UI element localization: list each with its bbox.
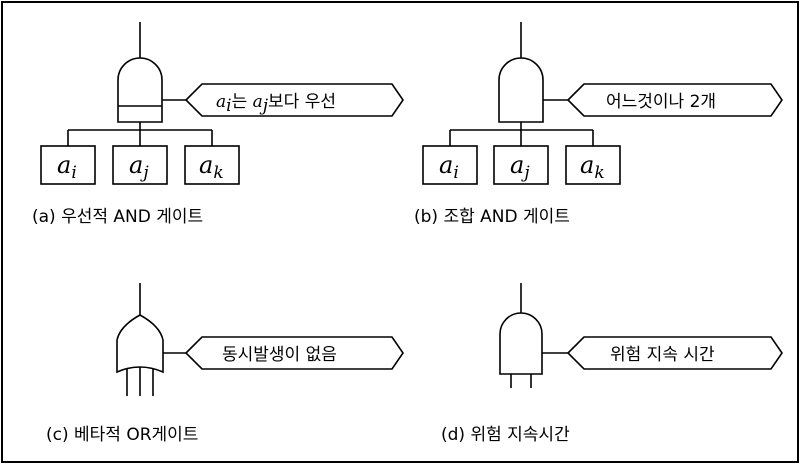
condition-tag: [184, 83, 404, 117]
condition-tag-label: 위험 지속 시간: [610, 345, 715, 365]
event-box-ak: ak: [184, 145, 240, 185]
condition-tag: [184, 336, 404, 370]
diagram-d: 위험 지속 시간 (d) 위험 지속시간: [441, 283, 783, 445]
caption-a: (a) 우선적 AND 게이트: [32, 207, 203, 227]
event-box-ai: ai: [422, 145, 478, 185]
hazard-duration-gate-icon: [499, 312, 543, 375]
event-box-aj: aj: [493, 145, 549, 185]
svg-text:aj: aj: [129, 151, 149, 183]
diagram-a: ai는 aj보다 우선 ai aj ak (a) 우선적 AND 게이트: [32, 22, 404, 227]
condition-tag: [566, 336, 783, 370]
svg-text:aj: aj: [510, 151, 530, 183]
event-box-ai: ai: [40, 145, 96, 185]
event-box-aj: aj: [112, 145, 168, 185]
svg-text:ai: ai: [439, 151, 459, 183]
condition-tag-label: ai는 aj보다 우선: [216, 92, 336, 116]
svg-text:ak: ak: [580, 151, 605, 183]
exclusive-or-gate-icon: [116, 314, 164, 374]
priority-and-gate-icon: [117, 57, 163, 123]
diagram-c: 동시발생이 없음 (c) 베타적 OR게이트: [46, 283, 404, 445]
condition-tag-label: 동시발생이 없음: [222, 345, 337, 365]
svg-text:ak: ak: [199, 151, 224, 183]
condition-tag: [566, 83, 783, 117]
caption-c: (c) 베타적 OR게이트: [46, 425, 198, 445]
combination-and-gate-icon: [498, 57, 544, 123]
event-box-ak: ak: [565, 145, 621, 185]
svg-text:ai: ai: [57, 151, 77, 183]
caption-d: (d) 위험 지속시간: [441, 425, 570, 445]
condition-tag-label: 어느것이나 2개: [606, 92, 716, 112]
diagram-b: 어느것이나 2개 ai aj ak (b) 조합 AND 게이트: [414, 22, 783, 227]
caption-b: (b) 조합 AND 게이트: [414, 207, 570, 227]
